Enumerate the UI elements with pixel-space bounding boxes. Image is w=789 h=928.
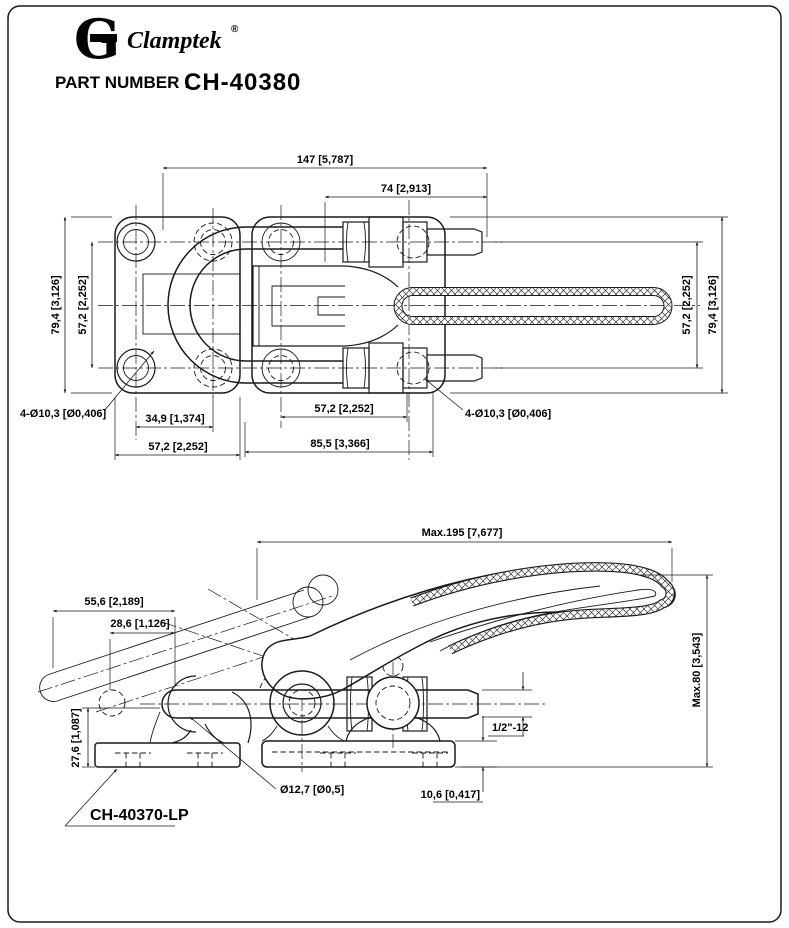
dim-base-thickness: 10,6 [0,417] bbox=[421, 789, 481, 801]
mounting-holes bbox=[116, 222, 301, 388]
side-view: Max.195 [7,677] Max.80 [3,543] 55,6 [2,1… bbox=[37, 527, 713, 827]
logo-g-bar bbox=[90, 34, 117, 42]
dim-base-span-right: 85,5 [3,366] bbox=[310, 438, 370, 450]
top-view-dimensions: 147 [5,787] 74 [2,913] 79,4 [3,126] 57,2… bbox=[20, 154, 728, 460]
handle-grip-side bbox=[410, 562, 675, 655]
dim-holes-right: 4-Ø10,3 [Ø0,406] bbox=[465, 408, 552, 420]
dim-hole-span-left: 57,2 [2,252] bbox=[77, 275, 89, 335]
pivot-boss bbox=[261, 670, 345, 742]
dim-plate-width-left: 57,2 [2,252] bbox=[148, 441, 208, 453]
nut-assembly-bottom-row bbox=[342, 342, 483, 394]
handle-grip-top bbox=[393, 287, 673, 325]
dim-max-height: Max.80 [3,543] bbox=[691, 632, 703, 707]
dim-thread-spec: 1/2"-12 bbox=[492, 722, 528, 734]
title-block: PART NUMBER : CH-40380 bbox=[55, 69, 301, 96]
sheet-border bbox=[7, 5, 782, 923]
dim-hook-offset-b: 28,6 [1,126] bbox=[110, 618, 170, 630]
dim-hole-pitch-left: 34,9 [1,374] bbox=[145, 413, 205, 425]
dim-plate-height-left: 79,4 [3,126] bbox=[50, 275, 62, 335]
part-number-label: PART NUMBER : bbox=[55, 73, 190, 92]
latch-rod bbox=[161, 689, 479, 719]
u-bolt-loop bbox=[167, 226, 343, 384]
handle-lever bbox=[261, 562, 676, 700]
brand-logo: G Clamptek ® bbox=[74, 7, 239, 71]
spindle-fork bbox=[252, 265, 399, 347]
dim-max-length: Max.195 [7,677] bbox=[422, 527, 503, 539]
dim-hook-rod-dia: Ø12,7 [Ø0,5] bbox=[280, 784, 345, 796]
dim-plate-height-right: 79,4 [3,126] bbox=[707, 275, 719, 335]
dim-hole-pitch-right: 57,2 [2,252] bbox=[314, 403, 374, 415]
top-view: 147 [5,787] 74 [2,913] 79,4 [3,126] 57,2… bbox=[20, 154, 728, 460]
left-base-plate bbox=[114, 216, 241, 394]
spindle-nut-assembly bbox=[346, 676, 428, 732]
part-number-value: CH-40380 bbox=[184, 69, 301, 96]
dim-hook-offset-a: 55,6 [2,189] bbox=[84, 596, 144, 608]
dim-keeper-height: 27,6 [1,087] bbox=[70, 708, 82, 768]
registered-mark: ® bbox=[231, 24, 239, 35]
nut-assembly-top-row bbox=[342, 216, 483, 268]
dim-stud-length: 74 [2,913] bbox=[381, 183, 431, 195]
keeper-part-number-label: CH-40370-LP bbox=[90, 807, 189, 824]
right-base-plate bbox=[251, 216, 446, 394]
brand-name: Clamptek bbox=[127, 28, 222, 54]
keeper-block bbox=[142, 273, 241, 335]
dim-holes-left: 4-Ø10,3 [Ø0,406] bbox=[20, 408, 107, 420]
keeper-latch-plate bbox=[94, 675, 252, 768]
clamp-base bbox=[261, 713, 456, 768]
dim-overall-length: 147 [5,787] bbox=[297, 154, 354, 166]
side-view-dimensions: Max.195 [7,677] Max.80 [3,543] 55,6 [2,1… bbox=[52, 527, 713, 827]
dim-hole-span-right: 57,2 [2,252] bbox=[681, 275, 693, 335]
